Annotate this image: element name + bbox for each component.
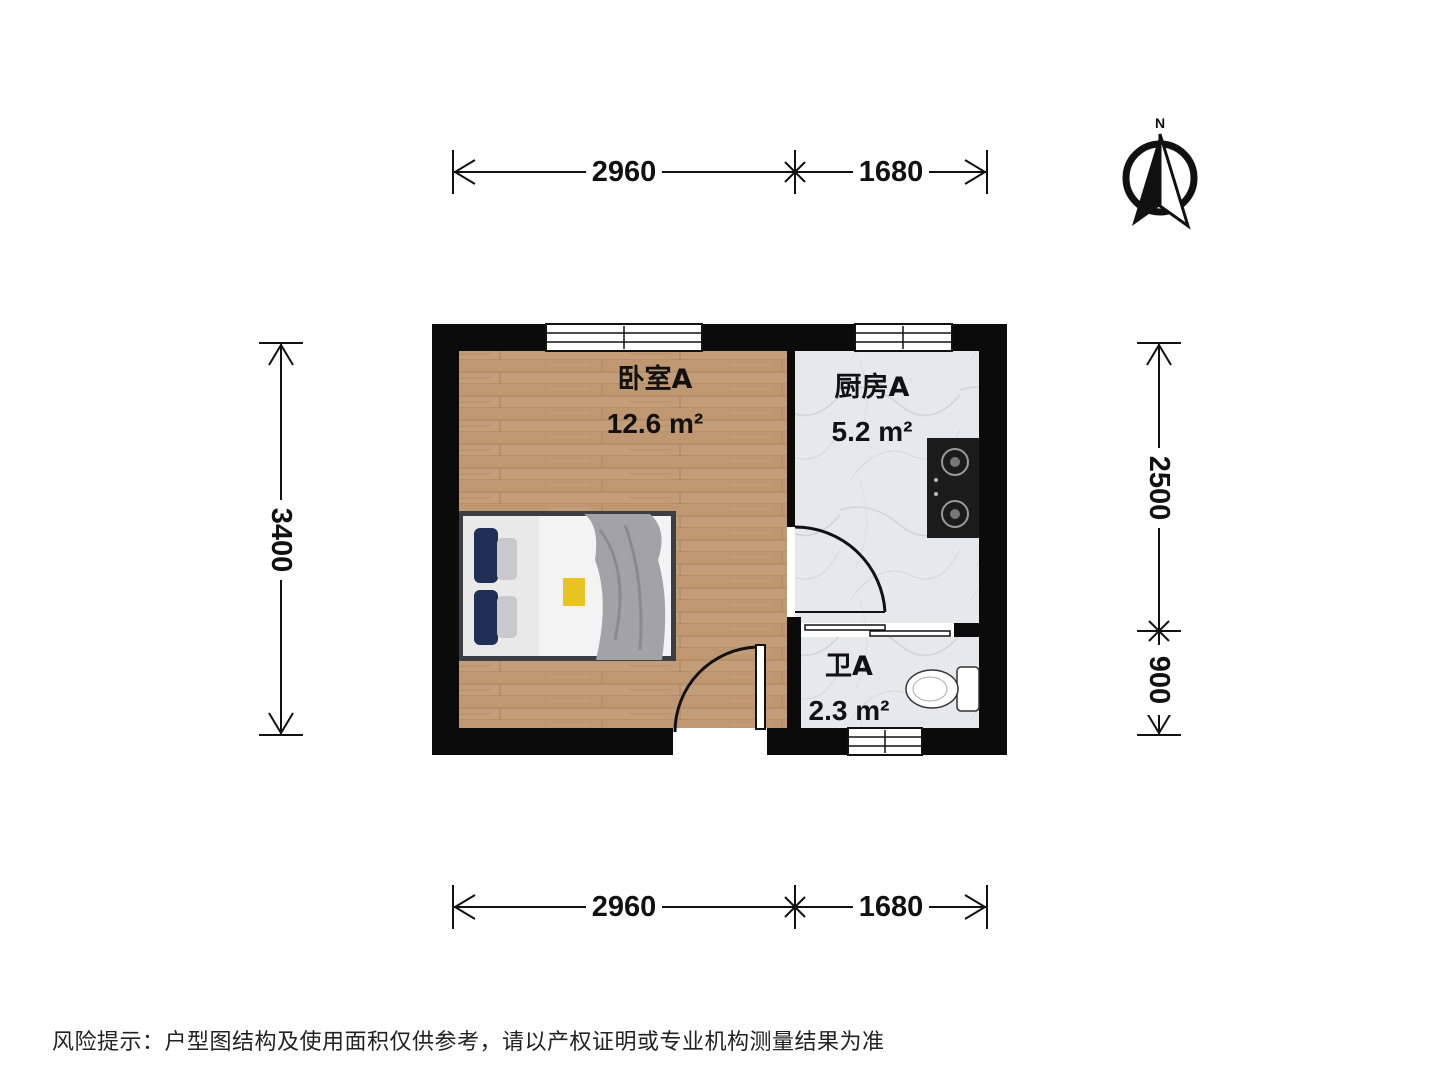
- toilet-icon: [905, 666, 980, 712]
- walls: [432, 324, 1007, 755]
- left-dimension-line: 3400: [259, 342, 303, 736]
- kitchen-window: [854, 323, 953, 352]
- room-area-bedroom: 12.6 m²: [607, 408, 704, 439]
- bathroom-window: [847, 727, 923, 756]
- compass-label: N: [1155, 115, 1165, 131]
- risk-disclaimer: 风险提示：户型图结构及使用面积仅供参考，请以产权证明或专业机构测量结果为准: [52, 1030, 885, 1055]
- entrance-door: [673, 644, 766, 733]
- dimension-label: 3400: [265, 508, 297, 573]
- room-name-bathroom: 卫A: [825, 651, 873, 682]
- dimension-label: 900: [1143, 656, 1175, 704]
- top-dimension-line: 2960 1680: [452, 150, 988, 194]
- dimension-label: 1680: [859, 891, 924, 923]
- room-name-bedroom: 卧室A: [618, 363, 693, 395]
- bottom-dimension-line: 2960 1680: [452, 885, 988, 929]
- dimension-label: 1680: [859, 156, 924, 188]
- gas-stove: [927, 438, 979, 538]
- kitchen-door: [794, 525, 887, 613]
- bed: [459, 511, 676, 661]
- room-area-kitchen: 5.2 m²: [832, 416, 913, 447]
- bedroom-window: [545, 323, 703, 352]
- dimension-label: 2960: [592, 891, 657, 923]
- bathroom-sliding-door: [801, 623, 954, 637]
- book-icon: [563, 578, 585, 606]
- dimension-label: 2960: [592, 156, 657, 188]
- room-name-kitchen: 厨房A: [835, 372, 910, 403]
- room-area-bathroom: 2.3 m²: [809, 695, 890, 726]
- right-dimension-line: 2500 900: [1137, 342, 1181, 736]
- north-compass-icon: N: [1122, 115, 1198, 230]
- dimension-label: 2500: [1143, 456, 1175, 521]
